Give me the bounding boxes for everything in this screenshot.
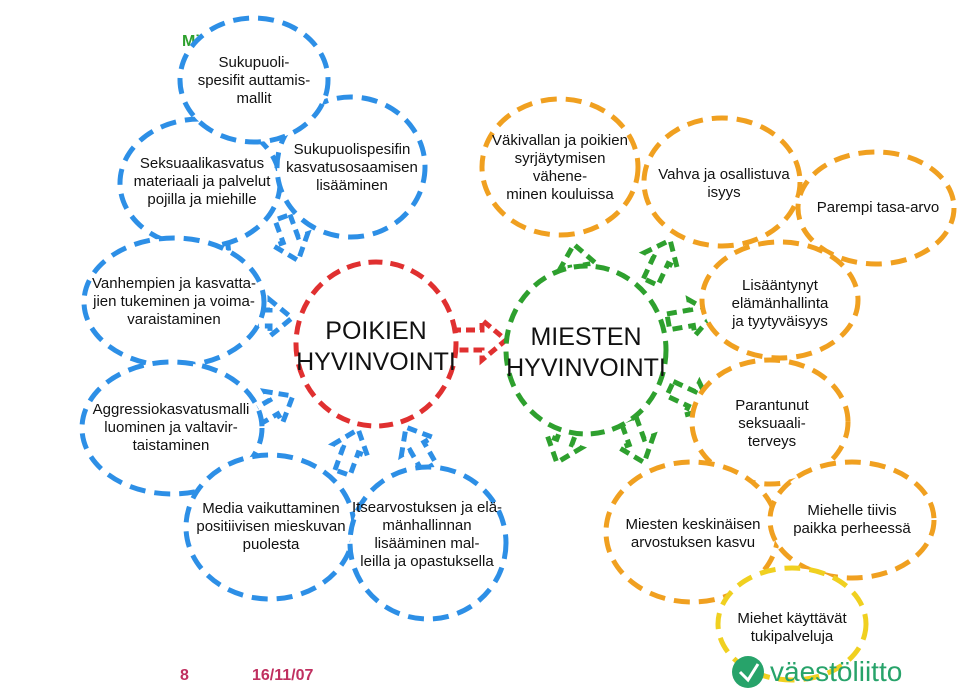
gender-models-label: Sukupuoli- spesifit auttamis- mallit (197, 54, 311, 107)
gender-education-label: Sukupuolispesifin kasvatusosaamisen lisä… (286, 141, 418, 194)
bubble-fatherhood (641, 115, 803, 249)
page-number: 8 (180, 667, 189, 684)
boys-wellbeing-label: POIKIEN HYVINVOINTI (296, 316, 456, 376)
brand-logo-text: väestöliitto (770, 656, 903, 687)
boys-wellbeing-circle (293, 259, 459, 429)
bubble-violence (479, 96, 641, 238)
footer-date: 16/11/07 (252, 667, 314, 684)
arrow-inward-5 (326, 423, 376, 479)
support-services-label: Miehet käyttävät tukipalveluja (737, 610, 847, 645)
bubble-gender-education (274, 94, 428, 240)
aggression-model-label: Aggressiokasvatusmalli luominen ja valta… (92, 401, 250, 454)
bubble-parents-support (81, 235, 267, 369)
bubble-self-esteem (347, 464, 509, 622)
mutual-respect-label: Miesten keskinäisen arvostuksen kasvu (625, 516, 761, 551)
family-place-label: Miehelle tiivis paikka perheessä (793, 502, 911, 537)
self-esteem-label: Itsearvostuksen ja elä- mänhallinnan lis… (351, 499, 503, 570)
bubble-family-place (767, 459, 937, 581)
logo-mark (732, 656, 764, 688)
men-wellbeing-label: MIESTEN HYVINVOINTI (506, 322, 666, 382)
orange-bubbles (479, 96, 957, 605)
parents-support-label: Vanhempien ja kasvatta- jien tukeminen j… (92, 275, 256, 328)
bubble-gender-models (177, 15, 331, 145)
equality-label: Parempi tasa-arvo (816, 199, 940, 216)
bubble-sexual-health (689, 357, 851, 487)
bubble-equality (795, 149, 957, 267)
blue-bubbles (79, 15, 509, 622)
life-management-label: Lisääntynyt elämänhallinta ja tyytyväisy… (731, 277, 829, 330)
men-wellbeing-circle (503, 263, 669, 437)
center-arrow (449, 314, 510, 366)
bubble-support-services (715, 565, 869, 683)
arrow-outward-2 (634, 233, 686, 290)
media-label: Media vaikuttaminen positiivisen mieskuv… (196, 500, 346, 553)
violence-label: Väkivallan ja poikien syrjäytymisen vähe… (492, 132, 628, 203)
bubble-aggression-model (79, 359, 265, 497)
fatherhood-label: Vahva ja osallistuva isyys (658, 166, 790, 201)
sex-education-label: Seksuaalikasvatus materiaali ja palvelut… (133, 155, 271, 208)
sexual-health-label: Parantunut seksuaali- terveys (735, 397, 809, 450)
